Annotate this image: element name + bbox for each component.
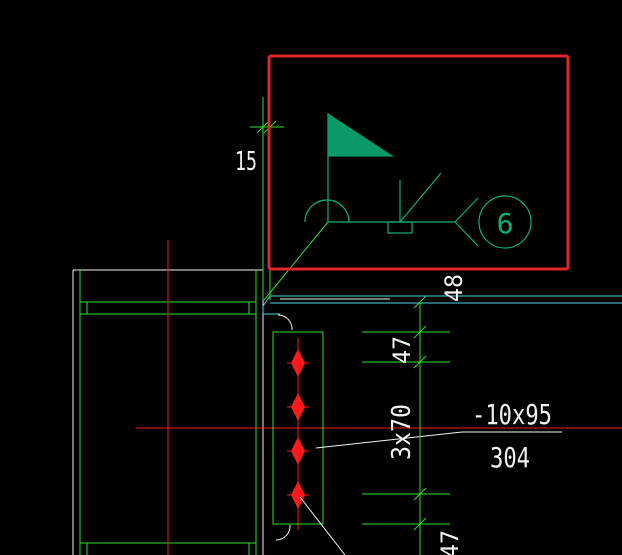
annotation-texts: 15 48 47 3x70 47 -10x95 304 6 [235,147,552,555]
bolt-group [287,349,309,509]
weld-access-holes [275,314,293,541]
weld-flag-icon [327,112,395,157]
highlight-box [267,54,570,271]
dim-47-top-label: 47 [388,336,416,364]
plate-length-label: 304 [490,441,530,474]
bolt-leader-lower [299,496,346,555]
weld-tail-upper [454,197,479,223]
weld-reference-circle [478,195,532,249]
weld-reference-number: 6 [497,207,514,240]
shear-plate [272,331,324,525]
dim-tick-top [413,295,427,309]
weld-leader [263,221,329,301]
dim-tick-1 [413,325,427,339]
fillet-weld-symbol-diagonal [399,172,442,223]
bolt-marker [287,349,309,377]
dim-15-label: 15 [235,147,257,177]
dim-47-bottom-label: 47 [436,530,464,555]
plate-callout-leader [315,431,463,449]
dim-spacing-label: 3x70 [387,404,417,460]
bolt-marker [287,393,309,421]
dim-15-tick-1 [256,120,270,134]
dim-48-label: 48 [440,274,468,302]
beam-flange-end [262,295,280,315]
plate-size-label: -10x95 [472,398,552,431]
beam-top-flange [262,295,622,315]
backing-bar-symbol [387,221,413,234]
field-weld-circle-icon [304,199,350,223]
access-hole-bottom [275,524,291,541]
bolt-marker [287,481,309,509]
weld-tail-lower [454,221,479,247]
dim-tick-2 [413,355,427,369]
leader-lines [299,431,562,555]
dim-tick-4 [413,517,427,531]
dim-tick-3 [413,487,427,501]
bolt-marker [287,437,309,465]
weld-symbol [304,112,532,249]
access-hole-top [277,314,293,331]
